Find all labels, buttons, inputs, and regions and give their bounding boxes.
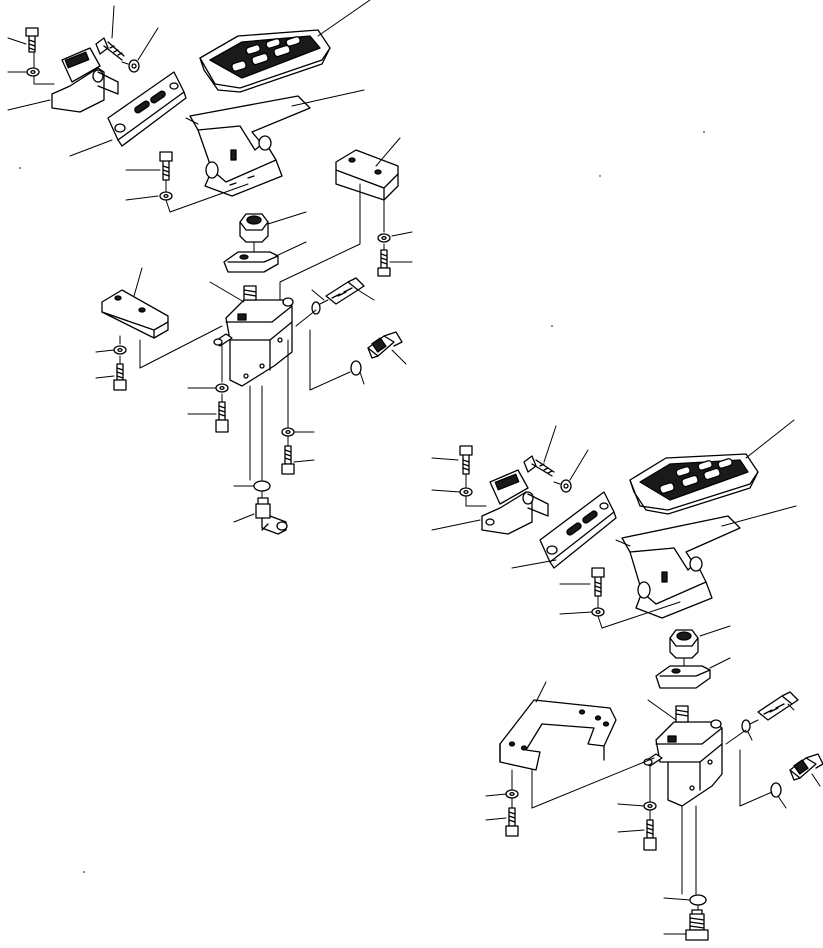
bolt-a6 (215, 401, 229, 433)
o-ring-a3 (253, 480, 271, 492)
washer-b1 (459, 487, 473, 497)
connector-b1 (757, 691, 799, 721)
assembly-2 (431, 419, 823, 941)
elbow-fitting-a (255, 497, 288, 535)
assembly-lines-a (33, 51, 385, 499)
spacer-block-b (655, 665, 711, 689)
bolt-a4 (377, 249, 391, 277)
pedal-pad-b (629, 453, 759, 515)
support-block-left (101, 289, 169, 339)
washer-a2 (128, 59, 140, 73)
pedal-arm-b (621, 515, 741, 619)
o-ring-b1 (741, 719, 751, 733)
bolt-b3 (591, 567, 605, 597)
assembly-lines-b (465, 473, 773, 911)
washer-a5 (113, 345, 127, 355)
hinge-block (51, 47, 119, 113)
pedal-arm (189, 95, 311, 197)
washer-a6 (215, 383, 229, 393)
bolt-a7 (281, 445, 295, 475)
nut-b (669, 629, 699, 659)
valve-body-b (643, 705, 723, 807)
o-ring-b2 (770, 782, 782, 798)
bolt-b1 (459, 445, 473, 475)
washer-a4 (377, 233, 391, 243)
grease-fitting-b (685, 909, 709, 941)
u-bracket-b (499, 699, 617, 771)
fitting-b1 (789, 753, 823, 781)
bolt-b2 (523, 455, 555, 477)
mounting-plate-b (539, 491, 617, 569)
washer-a7 (281, 427, 295, 437)
washer-a3 (159, 191, 173, 201)
fitting-a1 (367, 331, 403, 359)
washer-b4 (505, 789, 519, 799)
mounting-plate (107, 71, 187, 147)
bolt-a5 (113, 363, 127, 391)
scan-specks (19, 131, 705, 873)
washer-a1 (26, 67, 40, 77)
leader-lines-a (7, 0, 413, 523)
o-ring-b3 (689, 894, 707, 906)
pedal-pad (199, 29, 331, 93)
valve-body-a (213, 285, 294, 387)
bolt-b5 (643, 819, 657, 851)
nut-a (239, 213, 269, 243)
spacer-block-a (223, 251, 279, 273)
leader-lines-b (431, 419, 821, 935)
connector-a1 (325, 277, 365, 305)
bolt-b4 (505, 807, 519, 837)
o-ring-a2 (350, 360, 362, 376)
bolt-a1 (25, 27, 39, 53)
washer-b2 (560, 479, 572, 493)
support-block-right (335, 149, 399, 201)
bolt-a2 (95, 37, 125, 61)
assembly-1 (7, 0, 413, 535)
washer-b5 (643, 801, 657, 811)
bolt-a3 (159, 151, 173, 181)
hinge-block-b (481, 469, 549, 535)
washer-b3 (591, 607, 605, 617)
